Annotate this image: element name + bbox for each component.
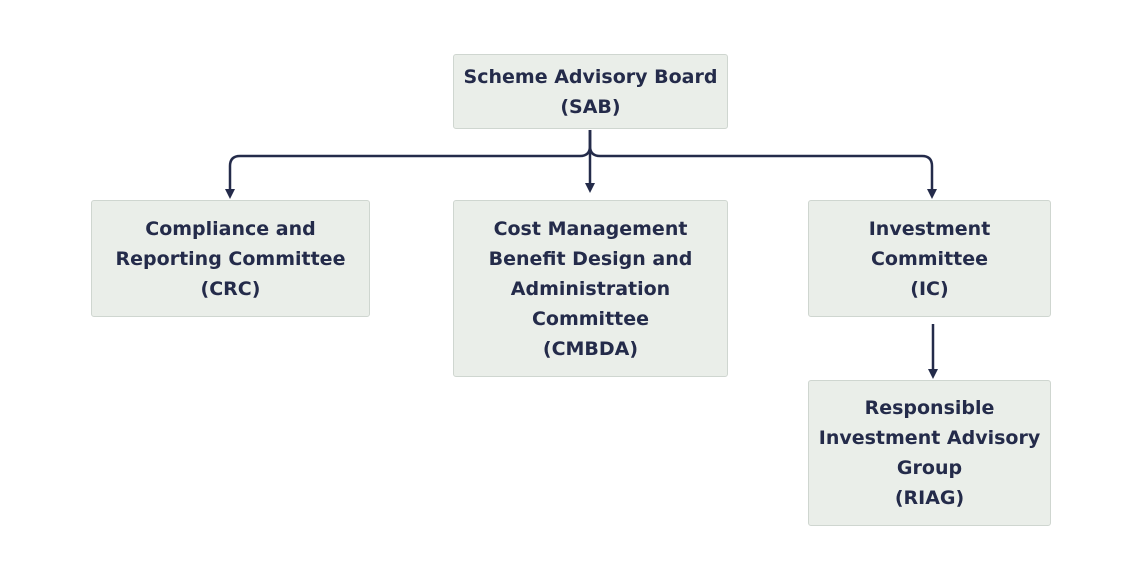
node-label-ic: Investment Committee (IC)	[868, 217, 991, 300]
node-label-riag: Responsible Investment Advisory Group (R…	[818, 397, 1041, 509]
node-scheme-advisory-board: Scheme Advisory Board (SAB)	[453, 54, 728, 129]
connector-sab-to-ic	[588, 130, 937, 199]
node-label-crc: Compliance and Reporting Committee (CRC)	[115, 217, 346, 300]
node-label-cmbda: Cost Management Benefit Design and Admin…	[488, 217, 693, 360]
connector-sab-to-crc	[225, 130, 592, 199]
node-cost-management-committee: Cost Management Benefit Design and Admin…	[453, 200, 728, 377]
node-compliance-reporting-committee: Compliance and Reporting Committee (CRC)	[91, 200, 370, 317]
node-label-sab: Scheme Advisory Board (SAB)	[463, 65, 718, 118]
node-investment-committee: Investment Committee (IC)	[808, 200, 1051, 317]
node-responsible-investment-advisory-group: Responsible Investment Advisory Group (R…	[808, 380, 1051, 526]
